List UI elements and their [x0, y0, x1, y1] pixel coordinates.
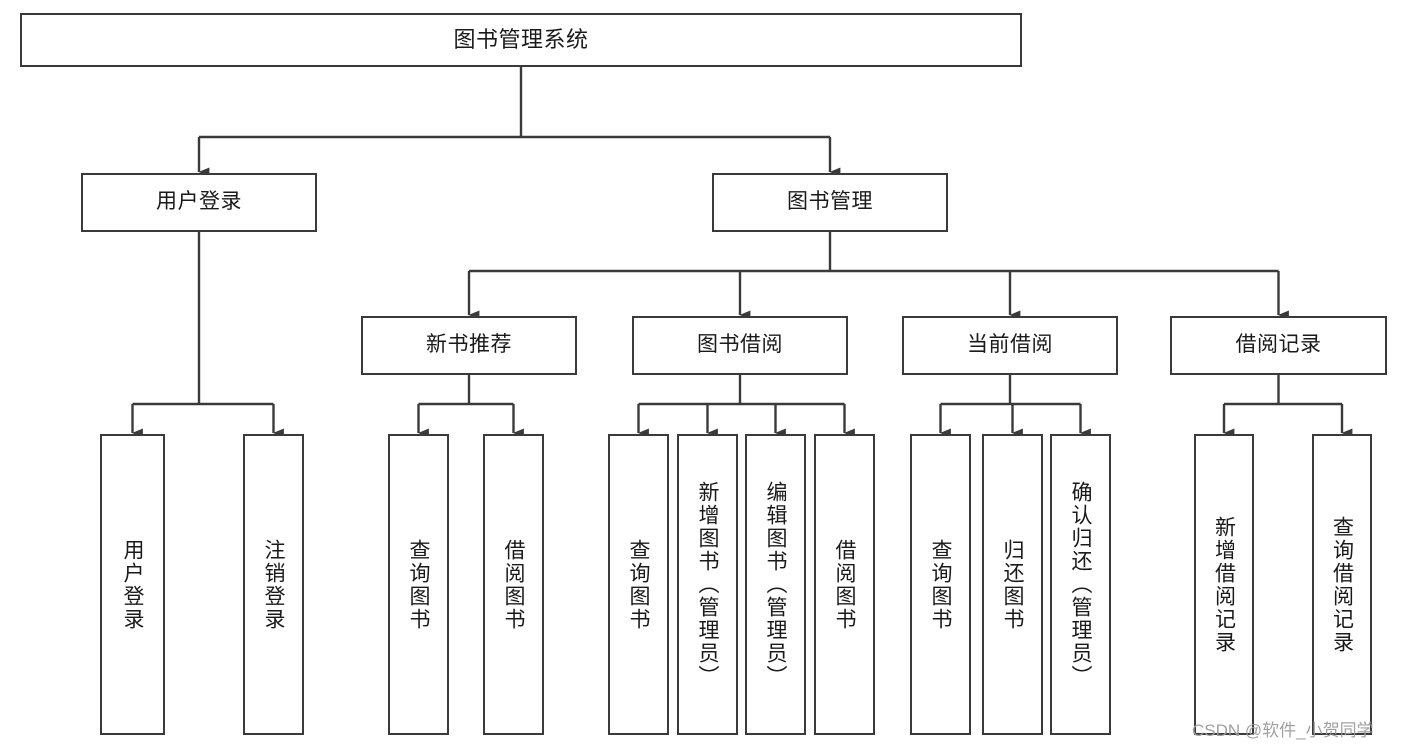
node-label-borrow: 图书借阅 — [697, 333, 783, 357]
node-leaf-query-record[interactable]: 查询借阅记录 — [1312, 434, 1372, 735]
node-label-leaf-add-book: 新增图书（管理员） — [696, 481, 719, 688]
node-label-record: 借阅记录 — [1235, 333, 1322, 357]
node-bookmgmt[interactable]: 图书管理 — [712, 173, 948, 232]
watermark-text: CSDN @软件_小贺同学 — [1192, 721, 1374, 740]
edge-group — [131, 67, 1353, 438]
node-leaf-edit-book[interactable]: 编辑图书（管理员） — [745, 434, 806, 735]
node-leaf-user-login[interactable]: 用户登录 — [100, 434, 165, 735]
node-leaf-query-book-1[interactable]: 查询图书 — [388, 434, 449, 735]
node-label-newbook: 新书推荐 — [426, 333, 512, 357]
node-record[interactable]: 借阅记录 — [1170, 316, 1387, 375]
node-label-leaf-add-record: 新增借阅记录 — [1212, 515, 1236, 654]
node-login[interactable]: 用户登录 — [81, 173, 317, 232]
node-label-leaf-confirm-return: 确认归还（管理员） — [1069, 481, 1092, 688]
node-leaf-add-record[interactable]: 新增借阅记录 — [1194, 434, 1254, 735]
node-label-leaf-user-logout: 注销登录 — [262, 538, 285, 631]
node-current[interactable]: 当前借阅 — [902, 316, 1118, 375]
node-label-leaf-edit-book: 编辑图书（管理员） — [764, 481, 787, 688]
node-root[interactable]: 图书管理系统 — [20, 13, 1022, 67]
node-borrow[interactable]: 图书借阅 — [632, 316, 848, 375]
node-label-bookmgmt: 图书管理 — [787, 190, 873, 214]
node-leaf-add-book[interactable]: 新增图书（管理员） — [677, 434, 738, 735]
node-leaf-confirm-return[interactable]: 确认归还（管理员） — [1050, 434, 1111, 735]
node-label-leaf-user-login: 用户登录 — [121, 538, 144, 631]
node-leaf-borrow-book-2[interactable]: 借阅图书 — [814, 434, 875, 735]
node-newbook[interactable]: 新书推荐 — [361, 316, 577, 375]
node-leaf-query-book-3[interactable]: 查询图书 — [910, 434, 971, 735]
node-label-leaf-borrow-book-1: 借阅图书 — [502, 538, 525, 631]
node-label-leaf-return-book: 归还图书 — [1001, 538, 1024, 631]
node-leaf-borrow-book-1[interactable]: 借阅图书 — [483, 434, 544, 735]
node-leaf-return-book[interactable]: 归还图书 — [982, 434, 1043, 735]
node-label-root: 图书管理系统 — [453, 27, 589, 53]
node-label-login: 用户登录 — [156, 190, 242, 214]
node-label-leaf-query-book-3: 查询图书 — [929, 538, 952, 631]
node-leaf-user-logout[interactable]: 注销登录 — [243, 434, 304, 735]
node-label-current: 当前借阅 — [967, 333, 1053, 357]
node-label-leaf-borrow-book-2: 借阅图书 — [833, 538, 856, 631]
node-label-leaf-query-record: 查询借阅记录 — [1330, 515, 1354, 654]
node-label-leaf-query-book-2: 查询图书 — [627, 538, 650, 631]
node-leaf-query-book-2[interactable]: 查询图书 — [608, 434, 669, 735]
node-label-leaf-query-book-1: 查询图书 — [407, 538, 430, 631]
